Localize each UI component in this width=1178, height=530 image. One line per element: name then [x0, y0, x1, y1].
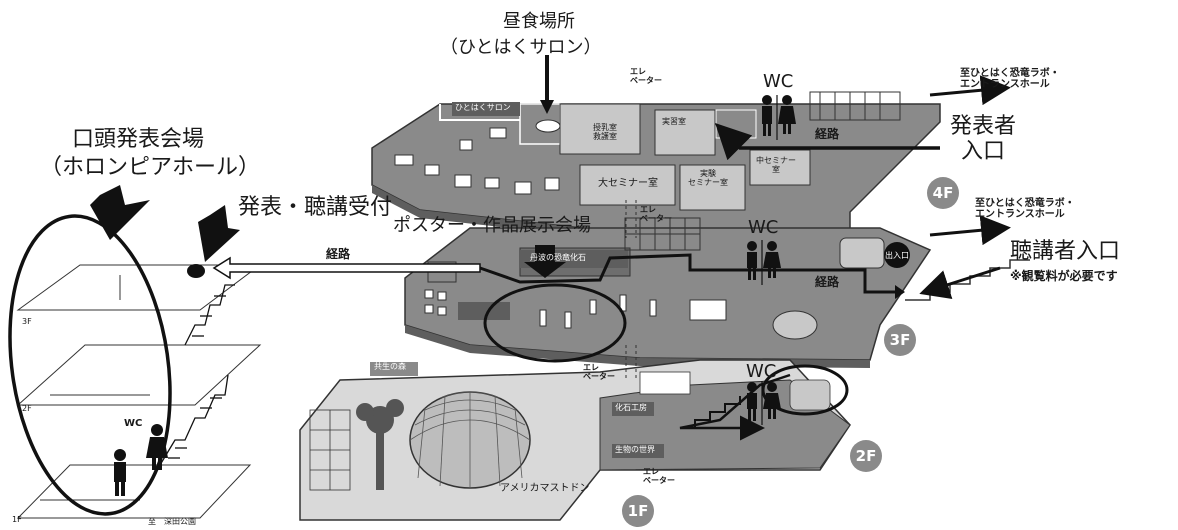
wc-label-left: WC	[124, 418, 143, 429]
route-arrow-left	[212, 256, 481, 280]
large-seminar-label: 大セミナー室	[598, 178, 658, 189]
forest-sign: 共生の森	[374, 362, 406, 371]
lunch-subtitle: （ひとはくサロン）	[440, 37, 602, 58]
wc-label-2f: WC	[746, 361, 777, 382]
mastodon-label: アメリカマストドン	[500, 483, 590, 494]
park-note: 至 深田公園	[148, 517, 196, 526]
mid-seminar-label: 中セミナー 室	[756, 156, 796, 174]
entry-badge-text: 出入口	[885, 250, 909, 260]
reception-label: 発表・聴講受付	[238, 195, 393, 220]
reception-marker	[187, 264, 205, 278]
entry-badge: 出入口	[884, 242, 910, 268]
route-label-left: 経路	[326, 247, 351, 261]
oral-venue-highlight	[8, 214, 172, 516]
oral-venue-title: 口頭発表会場	[72, 127, 205, 152]
floor-badge-4f: 4F	[927, 177, 959, 209]
elevator-label-1f: エレ ベーター	[643, 467, 675, 485]
wc-label-4f: WC	[763, 71, 794, 92]
oral-venue-subtitle: （ホロンピアホール）	[40, 155, 261, 180]
fossil-workshop-sign: 化石工房	[615, 403, 647, 412]
left-schematic	[16, 264, 262, 519]
practice-room-label: 実習室	[662, 117, 686, 126]
route-label-3f: 経路	[815, 275, 840, 289]
floor-badge-2f: 2F	[850, 440, 882, 472]
floor-4f	[371, 91, 941, 240]
elevator-label-3f: エレ ベーター	[640, 205, 672, 223]
fee-note: ※観覧料が必要です	[1010, 269, 1118, 283]
wc-label-3f: WC	[748, 217, 779, 238]
left-floor-3f: 3F	[22, 317, 32, 326]
elevator-label-2f: エレ ベーター	[583, 363, 615, 381]
dinosaur-fossil-sign: 丹波の恐竜化石	[530, 253, 586, 262]
salon-sign: ひとはくサロン	[455, 103, 511, 112]
presenter-entrance-label: 発表者 入口	[950, 114, 1017, 165]
floor-badge-1f: 1F	[622, 495, 654, 527]
floor-2f-1f	[299, 359, 851, 521]
left-floor-2f: 2F	[22, 404, 32, 413]
pointer-oral	[90, 185, 150, 240]
to-lab-4f-label: 至ひとはく恐竜ラボ・ エントランスホール	[960, 68, 1060, 90]
left-floor-1f: 1F	[12, 515, 22, 524]
pointer-reception	[198, 205, 240, 262]
to-lab-arrow-mid	[929, 215, 1011, 246]
nursing-room-label: 授乳室 救護室	[593, 123, 617, 141]
lab-seminar-label: 実験 セミナー室	[688, 169, 728, 187]
poster-venue-label: ポスター・作品展示会場	[393, 215, 591, 236]
lunch-title: 昼食場所	[503, 11, 575, 32]
to-lab-3f-label: 至ひとはく恐竜ラボ・ エントランスホール	[975, 198, 1075, 220]
elevator-label-4f: エレ ベーター	[630, 67, 662, 85]
audience-entrance-label: 聴講者入口	[1010, 239, 1121, 264]
floor-badge-3f: 3F	[884, 324, 916, 356]
to-lab-arrow-top	[929, 75, 1011, 106]
wc-figures	[114, 95, 796, 496]
pointer-poster	[524, 245, 566, 278]
2f-highlight	[761, 364, 849, 416]
poster-venue-highlight	[483, 283, 627, 363]
living-world-sign: 生物の世界	[615, 445, 655, 454]
route-label-4f: 経路	[815, 127, 840, 141]
